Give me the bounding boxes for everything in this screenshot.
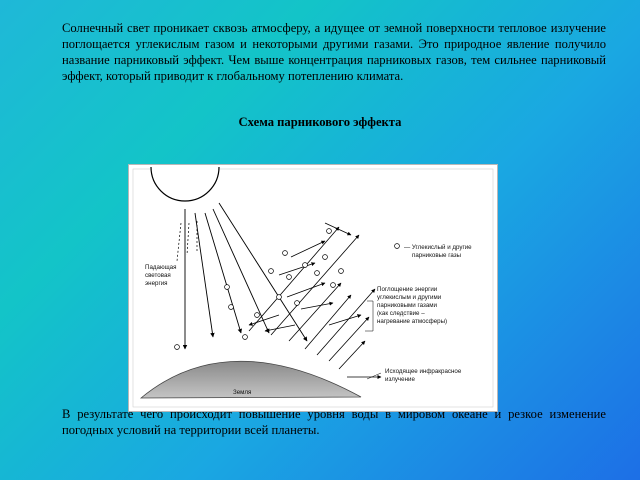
diagram-title: Схема парникового эффекта <box>238 115 402 129</box>
absorption-label: Поглощение энергии углекислым и другими … <box>377 286 447 325</box>
svg-text:(как следствие –: (как следствие – <box>377 310 425 317</box>
svg-text:световая: световая <box>145 272 171 279</box>
outgoing-infrared-rays <box>248 226 382 379</box>
svg-text:парниковыми газами: парниковыми газами <box>377 302 438 309</box>
leader-lines <box>365 300 382 380</box>
absorbed-rays <box>248 222 362 333</box>
svg-text:парниковые газы: парниковые газы <box>412 252 462 259</box>
incoming-label: Падающая световая энергия <box>145 264 176 287</box>
scattered-rays <box>176 221 198 262</box>
inner-frame <box>132 168 494 408</box>
svg-text:нагревание атмосферы): нагревание атмосферы) <box>377 318 447 325</box>
sun-shape <box>150 166 220 202</box>
svg-text:— Углекислый и другие: — Углекислый и другие <box>404 244 472 251</box>
earth-shape <box>139 360 362 399</box>
legend-gases-label: — Углекислый и другие парниковые газы <box>404 244 472 259</box>
intro-paragraph: Солнечный свет проникает сквозь атмосфер… <box>62 21 606 83</box>
incoming-rays <box>182 202 308 350</box>
outgoing-label: Исходящее инфракрасное излучение <box>385 368 462 383</box>
greenhouse-diagram: Земля <box>128 164 498 412</box>
svg-text:углекислым и другими: углекислым и другими <box>377 294 442 301</box>
legend-molecule-icon <box>394 243 400 249</box>
earth-label: Земля <box>233 389 251 396</box>
svg-text:Исходящее инфракрасное: Исходящее инфракрасное <box>385 368 462 375</box>
svg-text:энергия: энергия <box>145 280 168 287</box>
svg-text:Поглощение энергии: Поглощение энергии <box>377 286 438 293</box>
svg-text:излучение: излучение <box>385 376 415 383</box>
gas-molecules <box>174 228 344 350</box>
svg-text:Падающая: Падающая <box>145 264 176 271</box>
diagram-canvas: Земля <box>132 166 494 408</box>
